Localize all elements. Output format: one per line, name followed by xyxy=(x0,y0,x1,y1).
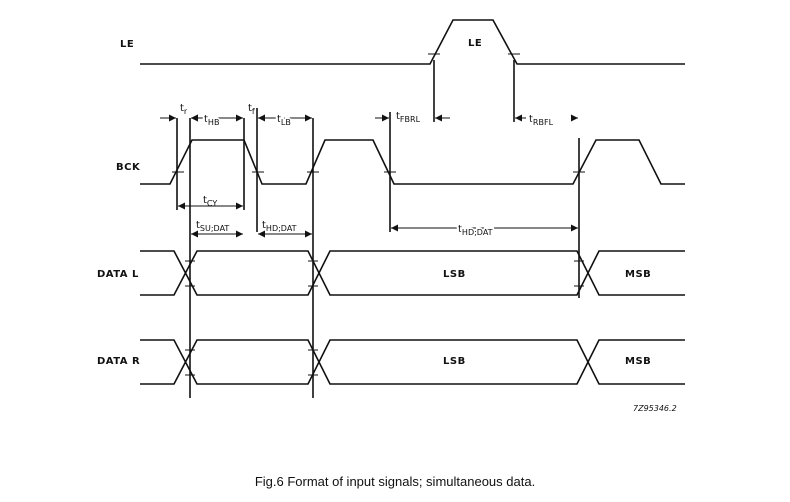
label-tr: tr xyxy=(180,103,188,116)
label-tlb: tLB xyxy=(277,114,291,127)
dimension-arrows xyxy=(160,114,578,238)
data-l-msb-label: MSB xyxy=(625,269,651,280)
label-thb: tHB xyxy=(204,114,219,127)
label-tcy: tCY xyxy=(203,195,217,208)
signal-label-bck: BCK xyxy=(116,162,141,173)
transition-ticks xyxy=(172,53,585,376)
signal-label-le: LE xyxy=(120,39,134,50)
signal-label-data-l: DATA L xyxy=(97,269,139,280)
label-tfbrl: tFBRL xyxy=(396,111,421,124)
data-r-lsb-label: LSB xyxy=(443,356,466,367)
figure-reference-number: 7Z95346.2 xyxy=(633,404,677,413)
bck-waveform xyxy=(140,139,685,185)
data-l-bus xyxy=(140,250,685,296)
le-pulse-label: LE xyxy=(468,38,482,49)
label-thddat-right: tHD;DAT xyxy=(458,224,493,237)
label-trbfl: tRBFL xyxy=(529,114,554,127)
figure-caption: Fig.6 Format of input signals; simultane… xyxy=(254,474,536,489)
label-tf: tf xyxy=(248,103,255,116)
data-r-msb-label: MSB xyxy=(625,356,651,367)
data-l-lsb-label: LSB xyxy=(443,269,466,280)
le-waveform xyxy=(140,19,685,65)
label-tsudat: tSU;DAT xyxy=(196,220,229,233)
reference-lines xyxy=(176,60,580,398)
label-thddat-left: tHD;DAT xyxy=(262,220,297,233)
data-r-bus xyxy=(140,339,685,385)
signal-label-data-r: DATA R xyxy=(97,356,140,367)
